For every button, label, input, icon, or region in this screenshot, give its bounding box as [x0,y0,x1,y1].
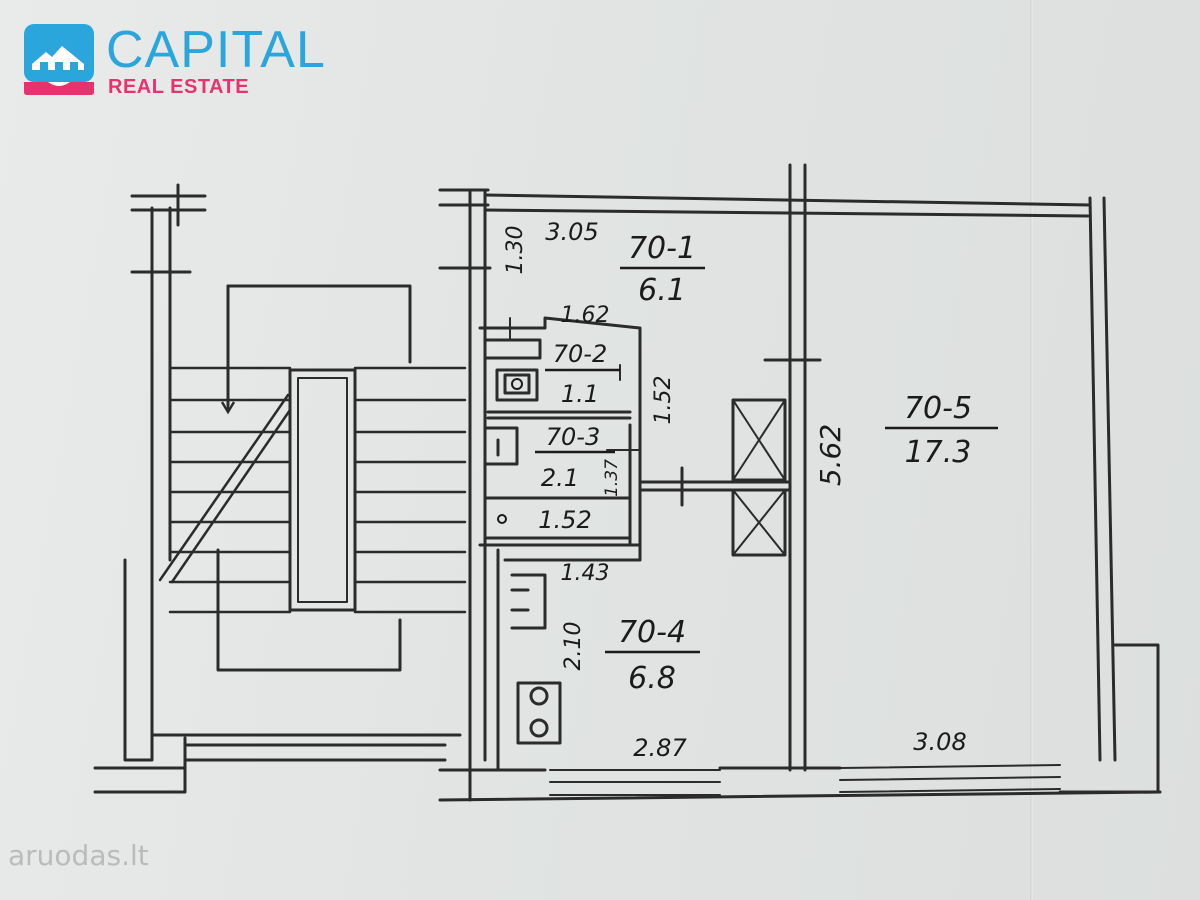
house-logo-icon [24,24,94,95]
stair-well [288,368,357,612]
toilet-fixture [495,368,539,402]
svg-text:70-1: 70-1 [628,231,696,266]
brand-name: CAPITAL [106,21,326,79]
dim-1-37: 1.37 [602,459,622,497]
svg-text:70-4: 70-4 [618,615,686,650]
stove-fixture [516,681,562,745]
svg-text:70-5: 70-5 [904,391,972,426]
drain-icon [497,514,507,524]
vent-shaft-upper [731,398,787,482]
apartment-left-wall [468,188,487,802]
capital-logo: CAPITAL REAL ESTATE [22,22,352,102]
brand-tagline: REAL ESTATE [108,76,250,98]
dim-1-52-vertical: 1.52 [651,376,676,425]
dim-1-62: 1.62 [561,303,610,328]
stairwell-left-wall [150,206,172,562]
kitchen-cabinet [510,573,547,630]
svg-text:70-2: 70-2 [553,340,607,368]
stairwell-base [93,558,462,794]
room-label-70-5: 70-5 17.3 [885,391,998,470]
room-label-70-3: 70-3 2.1 [535,423,615,492]
top-wall [483,193,1092,218]
paper-fold [1030,0,1033,900]
room-label-70-1: 70-1 6.1 [620,231,705,308]
right-wall [1088,196,1117,762]
sink-fixture [483,426,519,466]
watermark: aruodas.lt [8,839,149,872]
window-kitchen [549,769,721,796]
window-room [839,764,1061,793]
arrow-down-icon [220,380,236,415]
room-label-70-4: 70-4 6.8 [605,615,700,696]
dim-5-62: 5.62 [814,424,847,486]
stair-landing [226,284,412,364]
bottom-wall [438,768,1162,802]
dim-3-05: 3.05 [545,218,598,246]
svg-text:2.1: 2.1 [541,464,579,492]
dim-1-30: 1.30 [503,226,528,275]
dim-3-08: 3.08 [913,728,966,756]
toilet-bowl-icon [511,378,523,390]
svg-text:70-3: 70-3 [546,423,600,451]
dim-1-52-bath: 1.52 [538,506,591,534]
dim-2-10: 2.10 [561,622,586,671]
svg-text:1.1: 1.1 [561,380,599,408]
svg-text:6.1: 6.1 [638,273,686,308]
stairwell-top-cap [130,183,207,227]
dim-1-43: 1.43 [561,561,610,586]
svg-text:6.8: 6.8 [628,661,676,696]
dim-2-87: 2.87 [633,734,687,762]
room-label-70-2: 70-2 1.1 [545,340,620,408]
svg-text:17.3: 17.3 [905,435,972,470]
middle-wall [788,163,807,772]
stair-treads [168,366,467,614]
bath-block-outline [478,316,642,547]
